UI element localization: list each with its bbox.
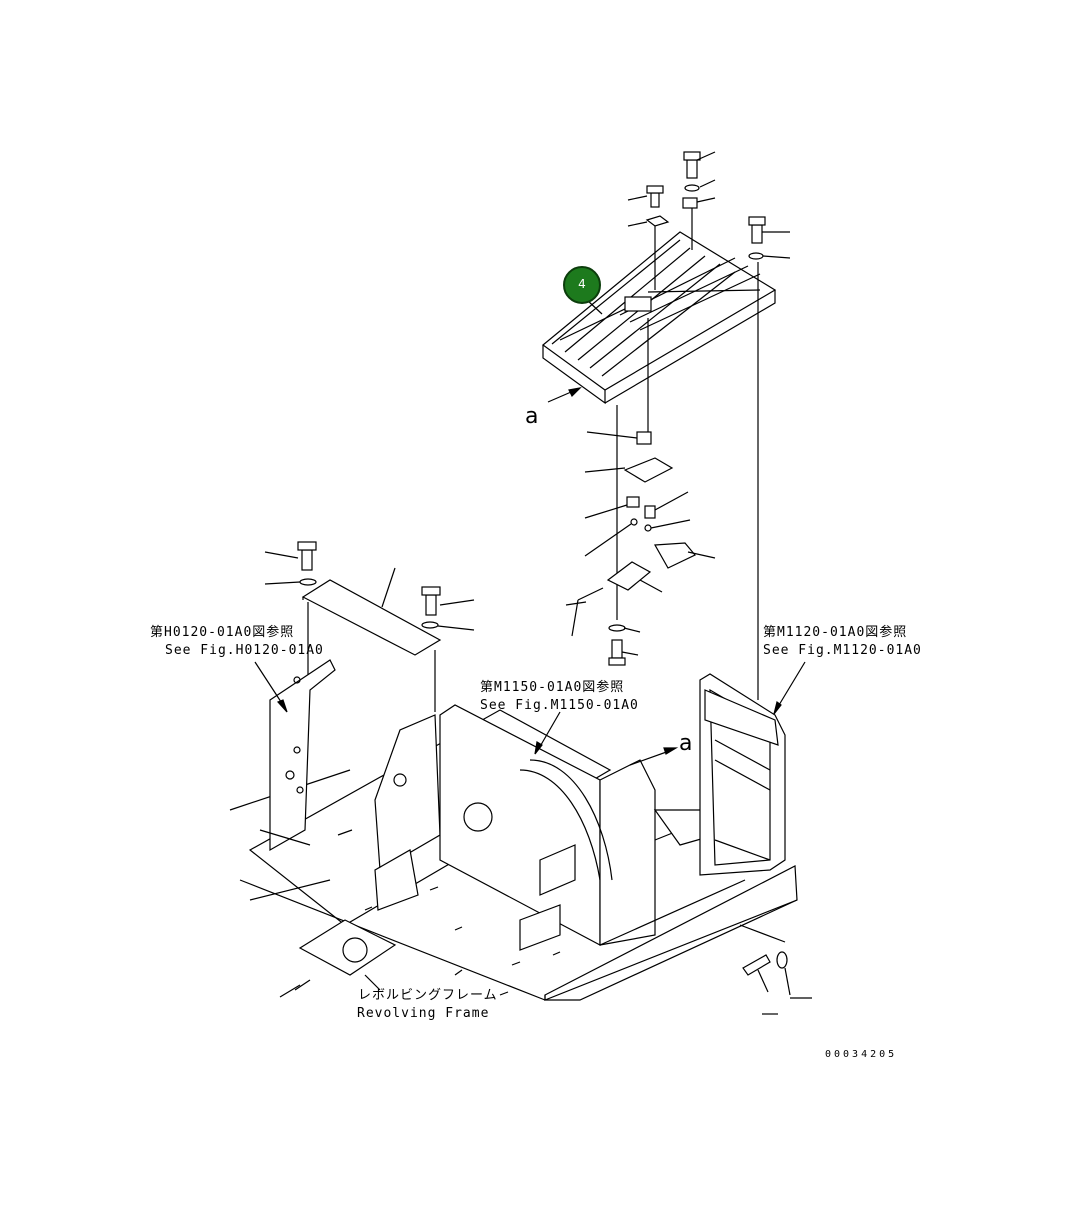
item-callout-4[interactable]: 4 (563, 266, 601, 304)
ref-m1120-en: See Fig.M1120-01A0 (763, 643, 922, 658)
ref-m1150-jp: 第M1150-01A0図参照 (480, 680, 625, 695)
reference-arrows (254, 299, 806, 991)
ref-m1120-jp: 第M1120-01A0図参照 (763, 625, 908, 640)
left-hinge-panel (259, 659, 336, 852)
view-letter-a-right: a (679, 731, 693, 756)
tick-marks (337, 829, 561, 996)
center-hinge-panel (374, 714, 441, 911)
right-frame (699, 673, 786, 876)
view-letter-a-left: a (525, 404, 539, 429)
frame-label-jp: レボルビングフレーム (358, 988, 498, 1003)
step-plate (542, 231, 777, 405)
upper-hardware (627, 151, 791, 700)
drawing-number: 00034205 (825, 1049, 898, 1060)
view-arrow-left (547, 387, 582, 403)
lower-bolt (739, 924, 812, 1015)
ref-m1150-en: See Fig.M1150-01A0 (480, 698, 639, 713)
left-cover-plate (264, 541, 475, 712)
callout-number: 4 (578, 277, 586, 291)
center-panel (439, 704, 746, 951)
bracket-hardware (565, 318, 716, 666)
frame-label-en: Revolving Frame (357, 1006, 490, 1021)
ref-h0120-en: See Fig.H0120-01A0 (165, 643, 324, 658)
ref-h0120-jp: 第H0120-01A0図参照 (150, 625, 295, 640)
